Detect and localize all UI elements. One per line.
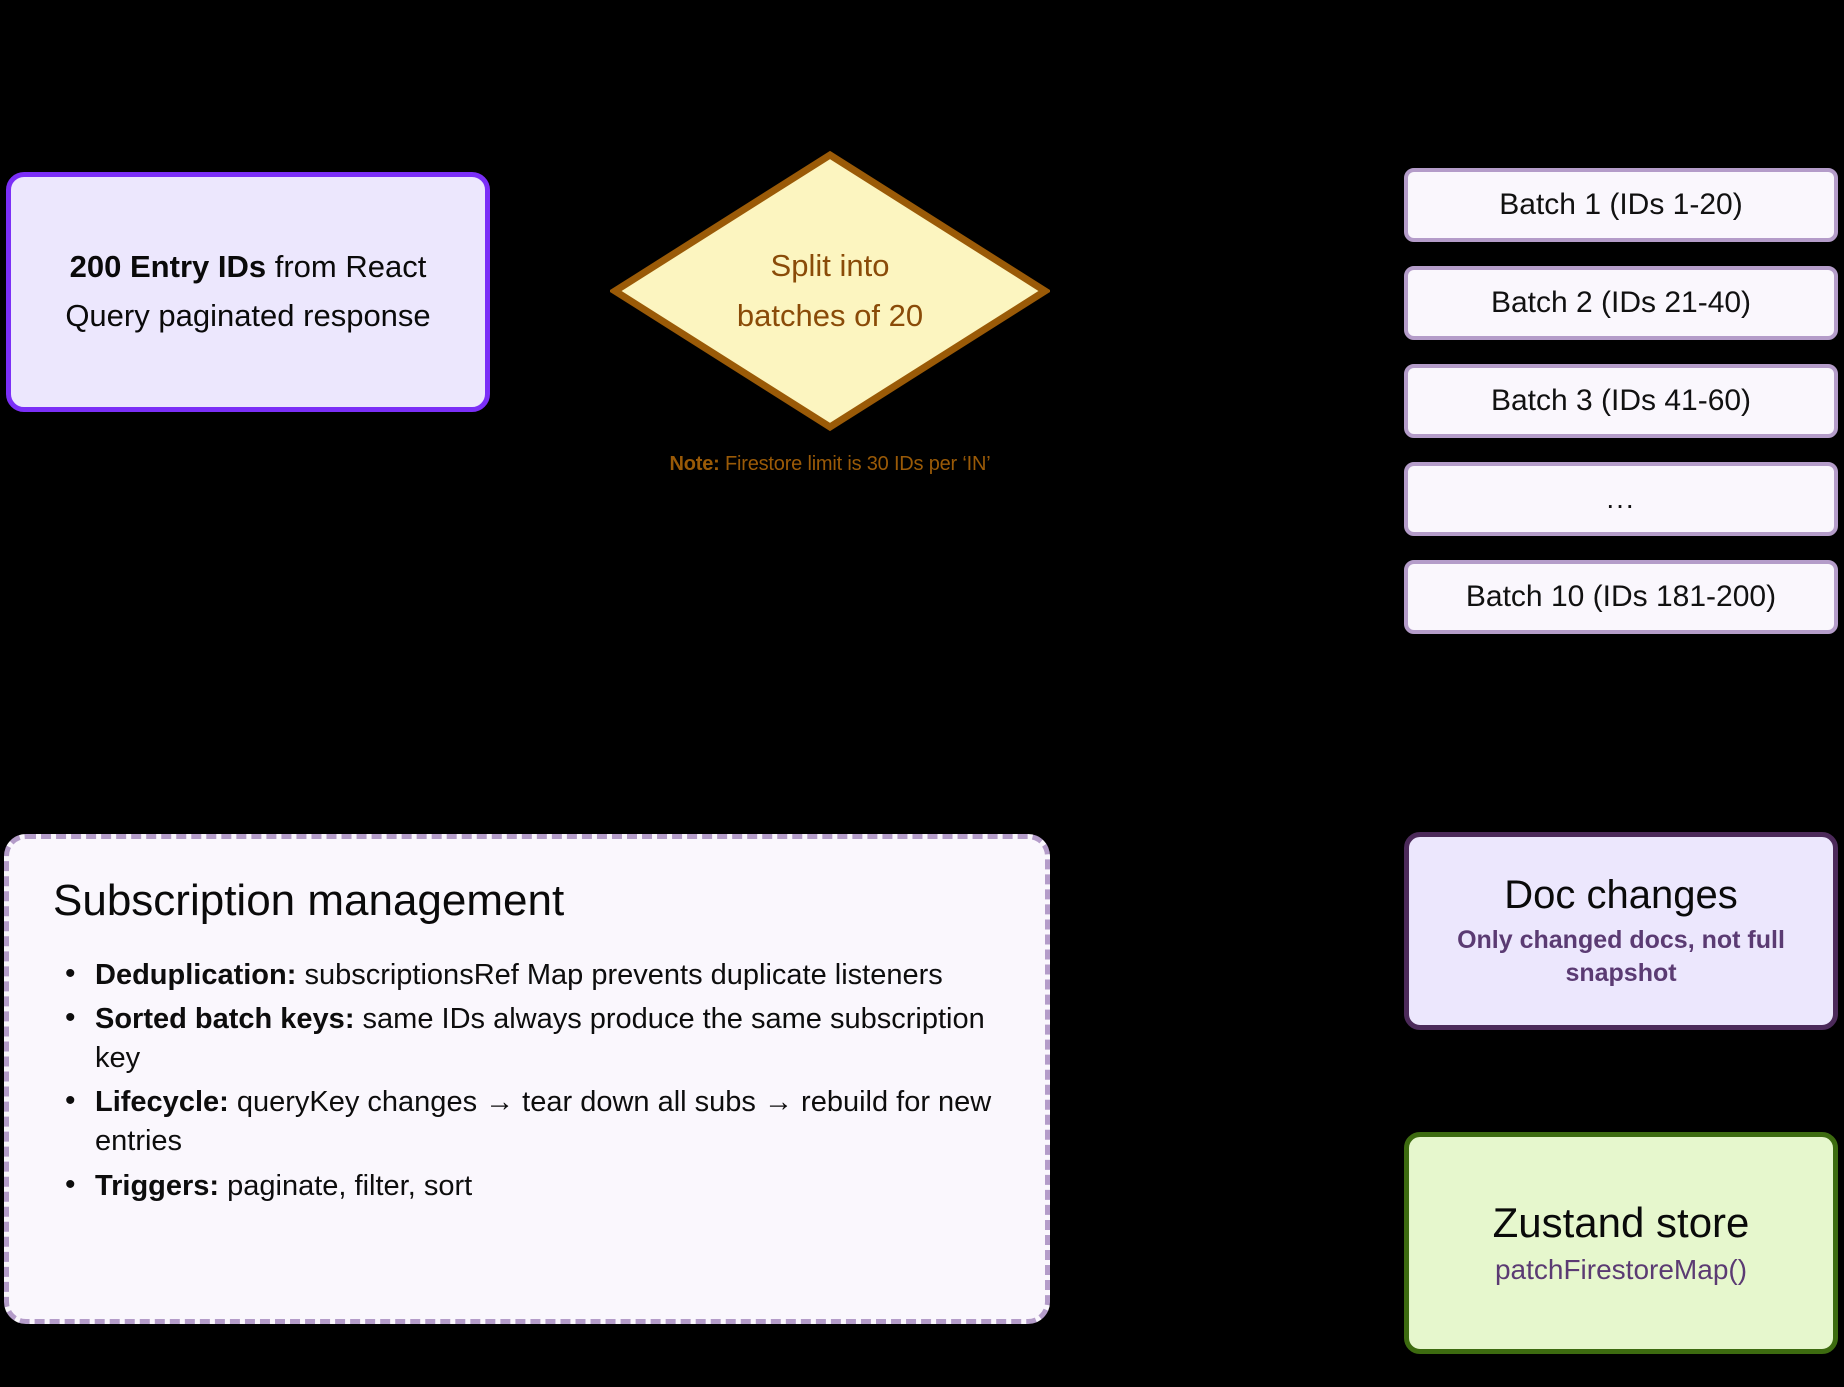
bullet-label-deduplication: Deduplication: [95, 958, 297, 991]
list-item: Sorted batch keys: same IDs always produ… [53, 998, 1001, 1077]
bullet-label-triggers: Triggers: [95, 1169, 220, 1202]
batch-item-10[interactable]: Batch 10 (IDs 181-200) [1404, 560, 1838, 634]
bullet-label-sorted-batch-keys: Sorted batch keys: [95, 1003, 355, 1036]
batch-list: Batch 1 (IDs 1-20) Batch 2 (IDs 21-40) B… [1404, 168, 1838, 634]
zustand-store-title: Zustand store [1492, 1198, 1750, 1246]
bullet-text-triggers: paginate, filter, sort [219, 1169, 473, 1202]
bullet-text-sorted-batch-keys: same IDs always produce the same subscri… [95, 1003, 985, 1074]
decision-node-split-batches[interactable]: Split into batches of 20 [610, 150, 1050, 432]
batch-item-2[interactable]: Batch 2 (IDs 21-40) [1404, 266, 1838, 340]
batch-item-ellipsis[interactable]: ... [1404, 462, 1838, 536]
batch-item-1[interactable]: Batch 1 (IDs 1-20) [1404, 168, 1838, 242]
source-node-entry-ids[interactable]: 200 Entry IDs from React Query paginated… [6, 172, 490, 412]
batch-item-3[interactable]: Batch 3 (IDs 41-60) [1404, 364, 1838, 438]
decision-note-text: Firestore limit is 30 IDs per ‘IN’ [719, 453, 991, 475]
bullet-text-lifecycle: queryKey changes → tear down all subs → … [95, 1086, 992, 1158]
zustand-store-node[interactable]: Zustand store patchFirestoreMap() [1404, 1132, 1838, 1354]
decision-note: Note: Firestore limit is 30 IDs per ‘IN’ [610, 453, 1050, 476]
list-item: Triggers: paginate, filter, sort [53, 1165, 1001, 1206]
doc-changes-title: Doc changes [1504, 872, 1738, 917]
doc-changes-subtitle: Only changed docs, not full snapshot [1457, 925, 1785, 988]
decision-note-label: Note: [669, 453, 720, 475]
bullet-text-deduplication: subscriptionsRef Map prevents duplicate … [296, 958, 943, 991]
diamond-shape-icon [610, 150, 1050, 432]
source-node-strong: 200 Entry IDs [69, 249, 267, 285]
subscription-management-panel: Subscription management Deduplication: s… [4, 834, 1050, 1324]
zustand-store-subtitle: patchFirestoreMap() [1494, 1254, 1748, 1285]
subscription-management-list: Deduplication: subscriptionsRef Map prev… [53, 954, 1001, 1206]
list-item: Deduplication: subscriptionsRef Map prev… [53, 954, 1001, 995]
source-node-rest: from React Query paginated response [65, 249, 431, 333]
bullet-label-lifecycle: Lifecycle: [95, 1086, 229, 1119]
subscription-management-title: Subscription management [53, 876, 565, 925]
doc-changes-node[interactable]: Doc changes Only changed docs, not full … [1404, 832, 1838, 1030]
source-node-label: 200 Entry IDs from React Query paginated… [37, 243, 459, 341]
list-item: Lifecycle: queryKey changes → tear down … [53, 1081, 1001, 1160]
